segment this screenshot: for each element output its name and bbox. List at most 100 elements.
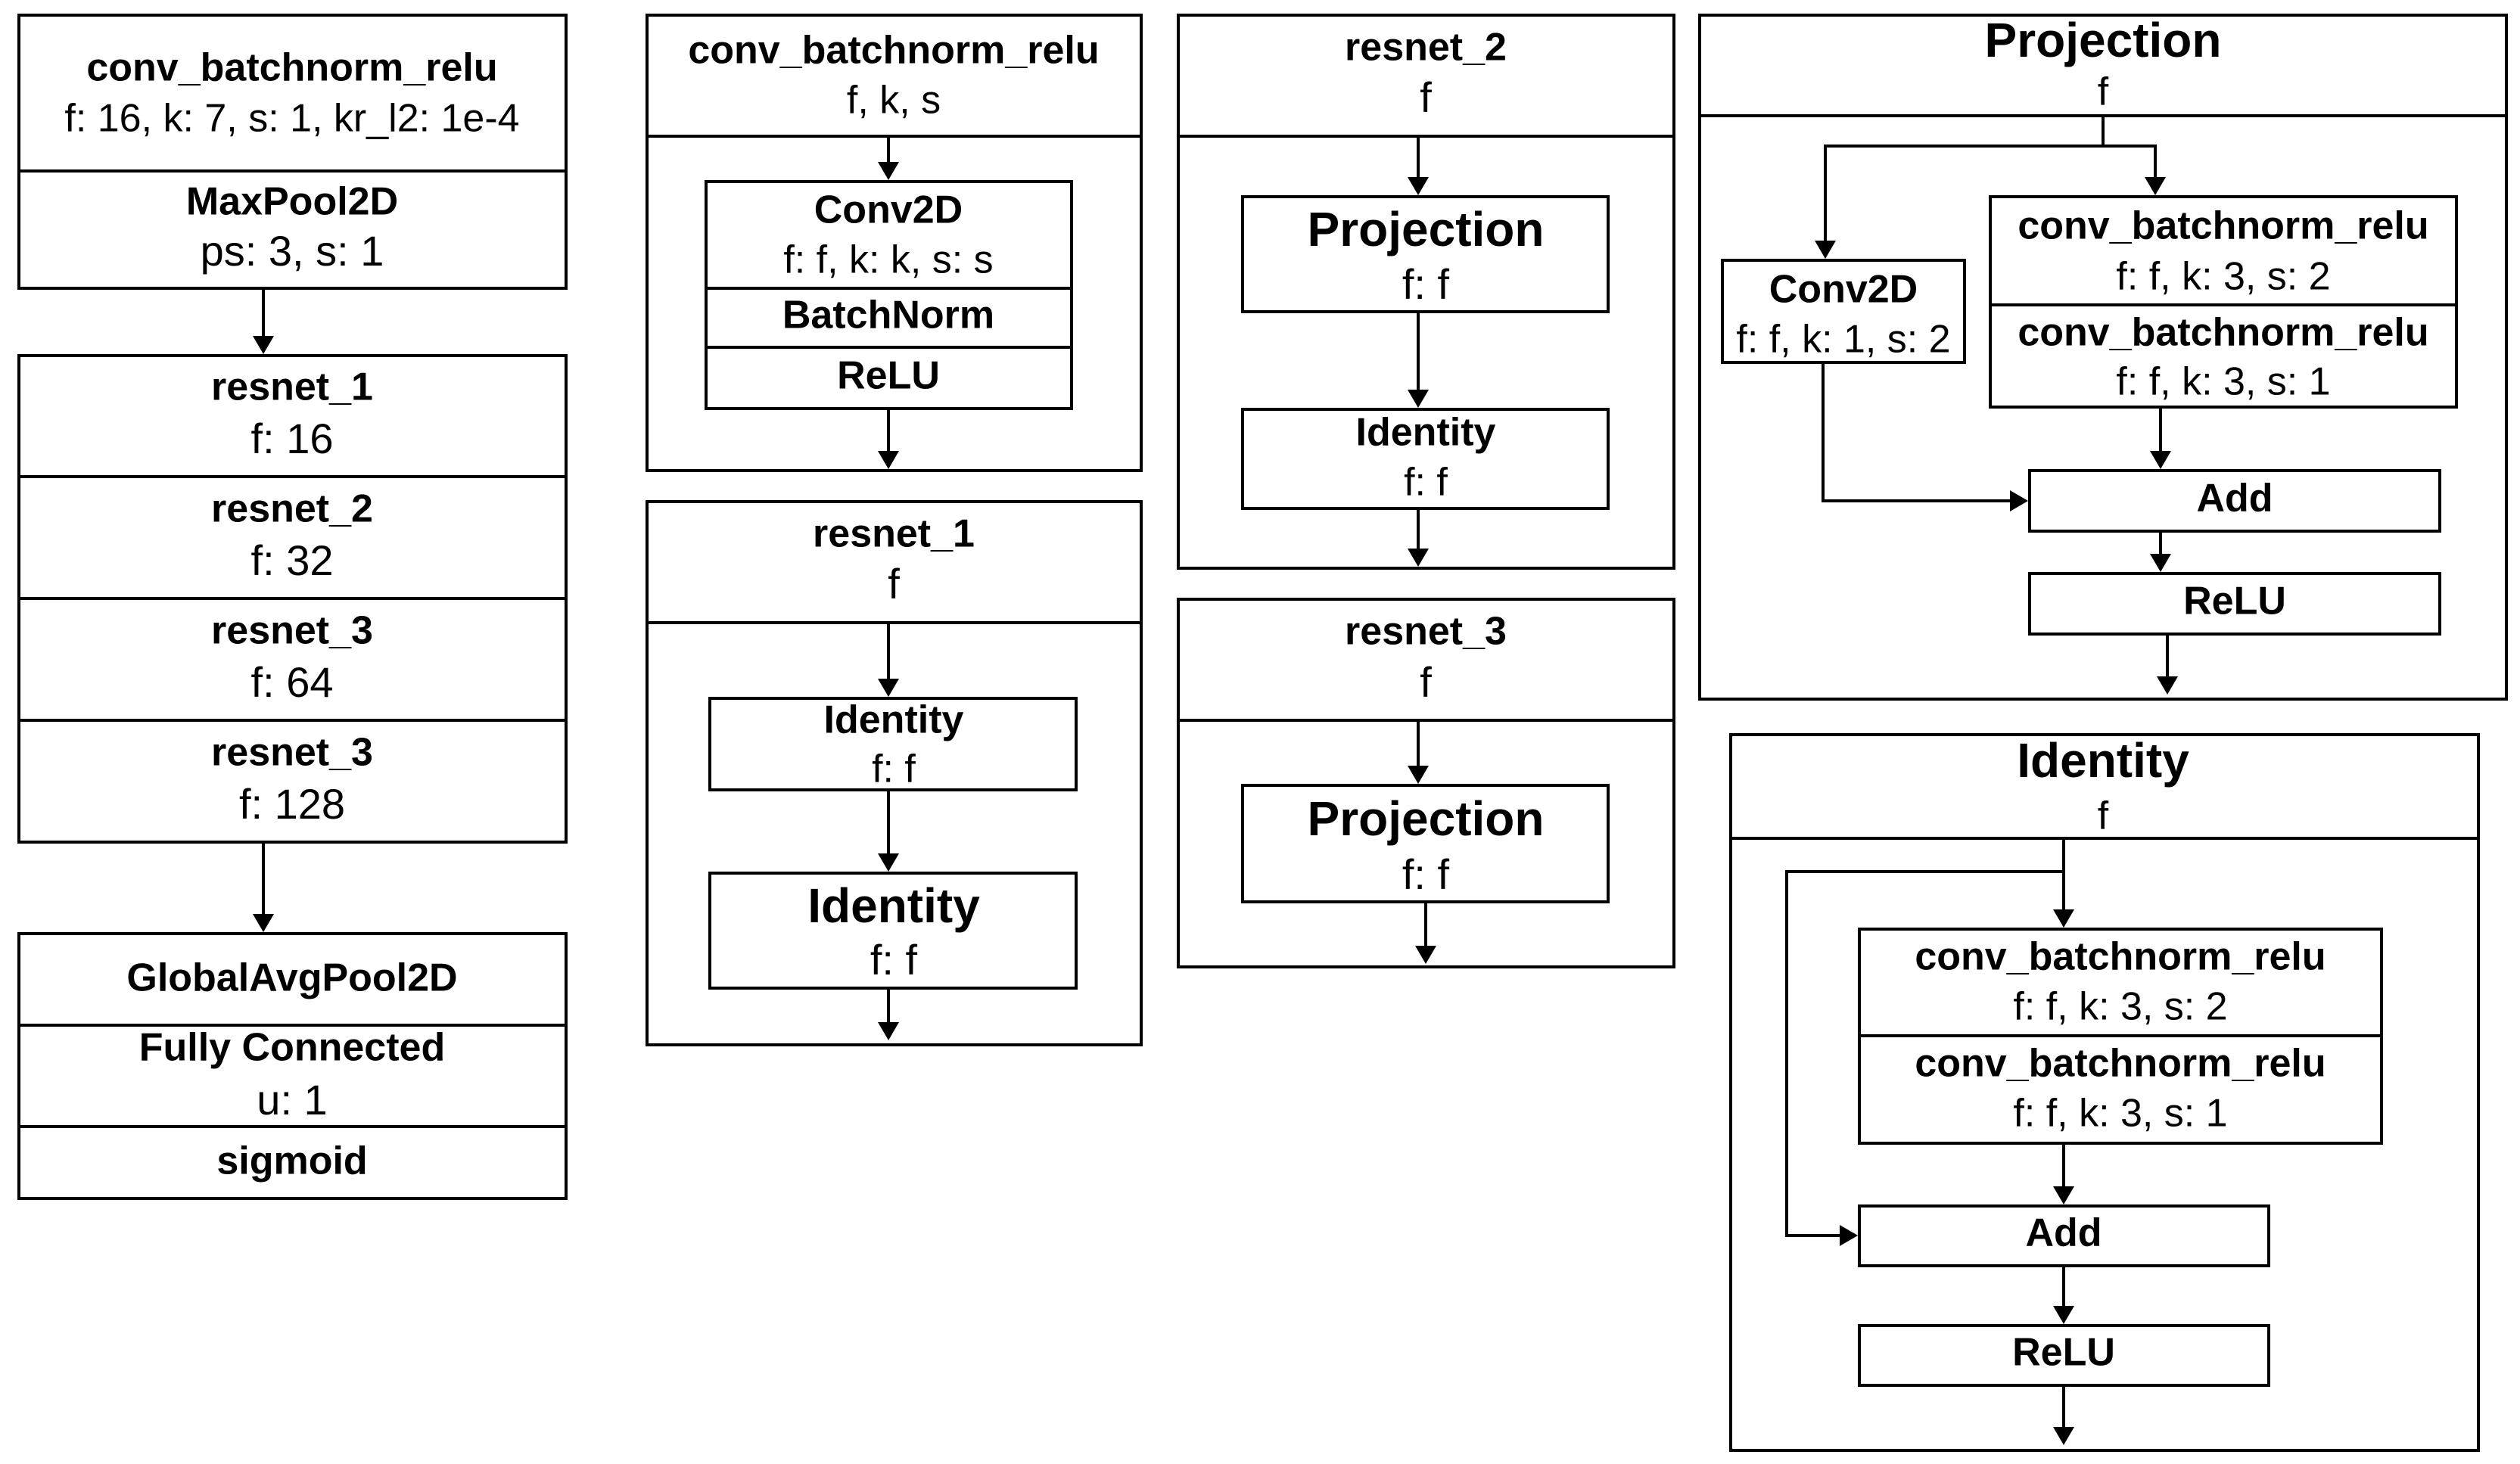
arrow-head	[2150, 451, 2171, 469]
model-resnet-b-title: resnet_2	[211, 487, 373, 531]
resnet3-params: f	[1420, 658, 1432, 706]
identity-params: f	[2098, 794, 2109, 838]
resnet1-identity-a-title: Identity	[824, 698, 964, 742]
identity-block-definition: Identity f conv_batchnorm_relu f: f, k: …	[1729, 733, 2480, 1452]
arrow-head	[1408, 177, 1429, 195]
identity-relu-title: ReLU	[2012, 1331, 2115, 1375]
model-resnet-c-title: resnet_3	[211, 609, 373, 653]
arrow-head	[1415, 946, 1436, 964]
model-maxpool-title: MaxPool2D	[186, 180, 398, 224]
arrow-head	[2145, 177, 2166, 195]
resnet1-identity-a-params: f: f	[872, 748, 916, 791]
model-gap-title: GlobalAvgPool2D	[126, 956, 457, 1000]
identity-cbr-a-title: conv_batchnorm_relu	[1915, 935, 2326, 979]
resnet-1-definition: resnet_1 f Identity f: f Identity f: f	[646, 500, 1143, 1046]
cbr-layer-stack	[705, 180, 1073, 410]
arrow-head	[2157, 676, 2178, 695]
arrow-head	[2053, 1427, 2074, 1445]
model-resnet-c-params: f: 64	[251, 658, 334, 706]
shortcut-edge	[1822, 362, 2010, 502]
resnet2-params: f	[1420, 73, 1432, 121]
resnet2-identity-title: Identity	[1356, 411, 1496, 455]
arrow-head	[2053, 909, 2074, 928]
projection-shortcut-conv-block	[1721, 259, 1966, 364]
cbr-conv-params: f: f, k: k, s: s	[783, 238, 993, 282]
resnet1-identity-b-block	[708, 872, 1078, 990]
projection-cbr-b-title: conv_batchnorm_relu	[2018, 311, 2428, 355]
identity-cbr-a-params: f: f, k: 3, s: 2	[2013, 985, 2227, 1029]
arrow-head	[878, 162, 899, 180]
resnet2-title: resnet_2	[1345, 26, 1507, 70]
model-resnet-d-params: f: 128	[239, 780, 345, 828]
resnet2-identity-params: f: f	[1404, 461, 1448, 505]
arrow-head	[1408, 766, 1429, 784]
arrow-head	[2010, 490, 2028, 511]
arrow-head	[253, 336, 274, 354]
arrow-head	[878, 1022, 899, 1040]
projection-block-definition: Projection f Conv2D f: f, k: 1, s: 2 con…	[1698, 13, 2508, 701]
model-resnet-b-params: f: 32	[251, 536, 334, 584]
model-conv-block	[17, 14, 568, 173]
projection-cbr-a-params: f: f, k: 3, s: 2	[2116, 255, 2330, 299]
arrow-head	[253, 914, 274, 932]
cbr-title: conv_batchnorm_relu	[688, 29, 1099, 73]
identity-cbr-b-params: f: f, k: 3, s: 1	[2013, 1092, 2227, 1136]
resnet3-projection-params: f: f	[1402, 850, 1450, 898]
projection-params: f	[2098, 70, 2109, 114]
cbr-params: f, k, s	[847, 79, 941, 123]
model-head-block	[17, 932, 568, 1200]
resnet1-identity-b-title: Identity	[807, 878, 980, 933]
arrow-head	[1815, 241, 1836, 259]
projection-relu-block	[2028, 572, 2441, 636]
arrow-head	[1840, 1225, 1858, 1246]
arrow-head	[1408, 390, 1429, 408]
resnet3-title: resnet_3	[1345, 610, 1507, 654]
projection-main-branch-stack	[1989, 195, 2458, 409]
arrow-head	[878, 679, 899, 697]
arrow-head	[878, 853, 899, 872]
resnet1-identity-b-params: f: f	[870, 936, 918, 984]
projection-add-block	[2028, 469, 2441, 533]
arrow-head	[878, 451, 899, 469]
resnet3-projection-block	[1241, 784, 1610, 903]
resnet1-identity-a-block	[708, 697, 1078, 791]
projection-relu-title: ReLU	[2183, 580, 2286, 623]
resnet2-projection-block	[1241, 195, 1610, 313]
resnet-3-definition: resnet_3 f Projection f: f	[1177, 598, 1675, 968]
resnet-2-definition: resnet_2 f Projection f: f Identity f: f	[1177, 14, 1675, 570]
identity-cbr-b-title: conv_batchnorm_relu	[1915, 1042, 2326, 1086]
resnet3-projection-title: Projection	[1308, 791, 1545, 846]
resnet1-title: resnet_1	[813, 512, 975, 556]
arrow-head	[1408, 549, 1429, 567]
resnet2-projection-title: Projection	[1308, 202, 1545, 256]
projection-cbr-b-params: f: f, k: 3, s: 1	[2116, 360, 2330, 404]
resnet1-params: f	[888, 560, 900, 608]
model-conv-params: f: 16, k: 7, s: 1, kr_l2: 1e-4	[64, 97, 519, 141]
cbr-batchnorm-title: BatchNorm	[782, 294, 994, 337]
model-sigmoid-title: sigmoid	[216, 1139, 367, 1183]
model-maxpool-block	[17, 169, 568, 290]
model-overview: conv_batchnorm_relu f: 16, k: 7, s: 1, k…	[17, 14, 568, 1200]
model-resnet-d-title: resnet_3	[211, 731, 373, 775]
model-conv-title: conv_batchnorm_relu	[86, 46, 497, 90]
model-maxpool-params: ps: 3, s: 1	[201, 227, 384, 275]
arrow-head	[2150, 554, 2171, 572]
cbr-relu-title: ReLU	[837, 354, 940, 398]
projection-title: Projection	[1985, 13, 2222, 67]
model-fc-title: Fully Connected	[139, 1026, 445, 1070]
skip-branch-edge	[1824, 145, 2157, 242]
projection-shortcut-conv-params: f: f, k: 1, s: 2	[1736, 318, 1950, 362]
resnet2-projection-params: f: f	[1402, 260, 1450, 308]
resnet2-identity-block	[1241, 408, 1610, 510]
model-resnet-a-title: resnet_1	[211, 365, 373, 409]
projection-shortcut-conv-title: Conv2D	[1769, 268, 1918, 312]
projection-add-title: Add	[2196, 477, 2273, 521]
identity-add-title: Add	[2025, 1211, 2102, 1255]
model-fc-params: u: 1	[257, 1076, 327, 1124]
identity-title: Identity	[2017, 733, 2189, 788]
identity-add-block	[1858, 1204, 2270, 1267]
arrow-head	[2053, 1306, 2074, 1324]
model-resnet-a-params: f: 16	[251, 415, 334, 462]
cbr-conv-title: Conv2D	[814, 188, 963, 232]
